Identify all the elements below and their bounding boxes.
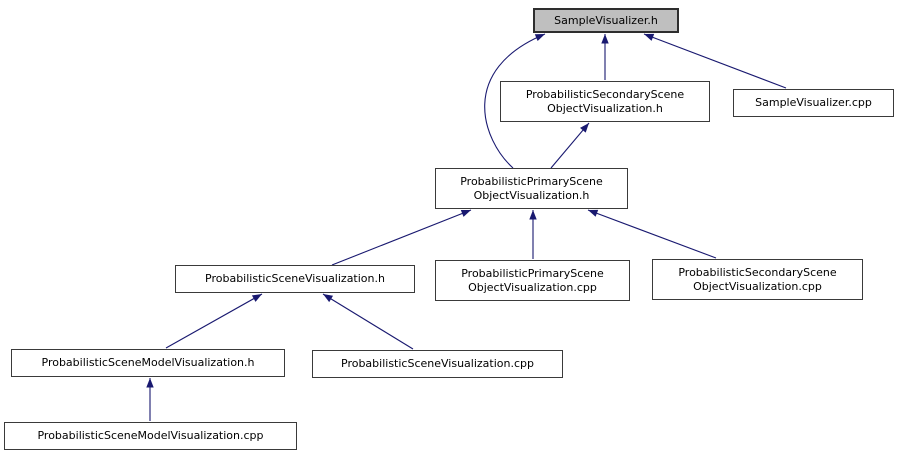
node-probabilistic-primary-scene-object-visualization-h[interactable]: ProbabilisticPrimaryScene ObjectVisualiz… <box>435 168 628 209</box>
node-probabilistic-scene-visualization-h[interactable]: ProbabilisticSceneVisualization.h <box>175 265 415 293</box>
edge-sceneviz-cpp-to-sceneviz-h <box>322 293 414 350</box>
node-samplevisualizer-h[interactable]: SampleVisualizer.h <box>533 8 679 33</box>
node-probabilistic-scene-model-visualization-cpp[interactable]: ProbabilisticSceneModelVisualization.cpp <box>4 422 297 450</box>
node-probabilistic-secondary-scene-object-visualization-h[interactable]: ProbabilisticSecondaryScene ObjectVisual… <box>500 81 710 122</box>
edge-scenemodel-h-to-sceneviz-h <box>165 293 263 349</box>
node-probabilistic-scene-visualization-cpp[interactable]: ProbabilisticSceneVisualization.cpp <box>312 350 563 378</box>
edge-primary-h-to-secondary-h <box>550 122 590 169</box>
edge-sceneviz-h-to-primary-h <box>331 209 472 266</box>
edge-samplevisualizer-cpp-to-samplevisualizer-h <box>643 33 787 89</box>
node-probabilistic-secondary-scene-object-visualization-cpp[interactable]: ProbabilisticSecondaryScene ObjectVisual… <box>652 259 863 300</box>
node-samplevisualizer-cpp[interactable]: SampleVisualizer.cpp <box>733 89 894 117</box>
edge-secondary-cpp-to-primary-h <box>587 209 717 259</box>
node-probabilistic-scene-model-visualization-h[interactable]: ProbabilisticSceneModelVisualization.h <box>11 349 285 377</box>
edge-primary-h-to-samplevisualizer-h <box>484 33 546 169</box>
node-probabilistic-primary-scene-object-visualization-cpp[interactable]: ProbabilisticPrimaryScene ObjectVisualiz… <box>435 260 630 301</box>
